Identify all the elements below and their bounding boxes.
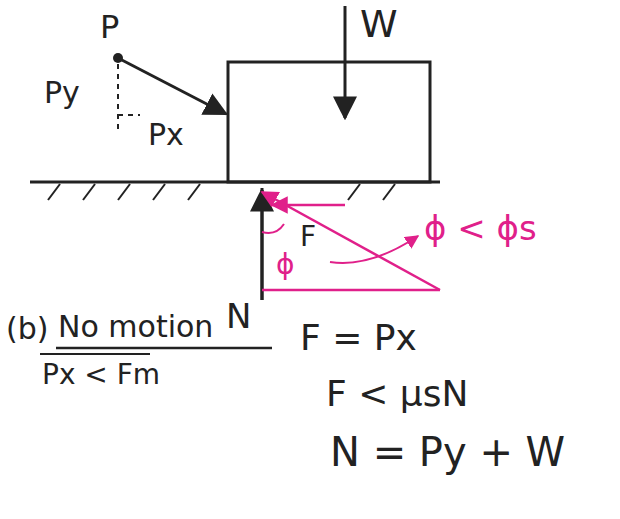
- label: N = Py + W: [330, 430, 565, 474]
- component-dash: [118, 114, 140, 116]
- normal-line: [261, 188, 264, 300]
- angle-arc: [262, 224, 284, 233]
- pointer-arrow: [330, 236, 418, 263]
- label: W: [360, 4, 398, 46]
- weight-arrow: [344, 6, 347, 118]
- label: Px: [148, 118, 184, 151]
- resultant-line: [262, 192, 440, 290]
- block: [228, 62, 430, 182]
- label: No motion: [58, 310, 213, 343]
- underline: [40, 353, 150, 355]
- label: F < μsN: [326, 374, 468, 414]
- label: Py: [44, 76, 80, 109]
- component-line: [262, 289, 440, 292]
- label: F = Px: [300, 318, 417, 358]
- label: ϕ < ϕs: [424, 210, 537, 247]
- underline: [56, 347, 272, 350]
- normal-arrow: [261, 190, 264, 300]
- force-arrow: [118, 58, 226, 114]
- friction-arrow: [272, 204, 345, 207]
- label: (b): [6, 312, 48, 345]
- component-dash: [117, 64, 119, 132]
- ground-hatch: [48, 184, 395, 200]
- label: P: [100, 10, 119, 45]
- label: F: [300, 222, 316, 253]
- label: ϕ: [276, 250, 294, 281]
- label: N: [226, 298, 251, 335]
- label: Px < Fm: [42, 360, 160, 391]
